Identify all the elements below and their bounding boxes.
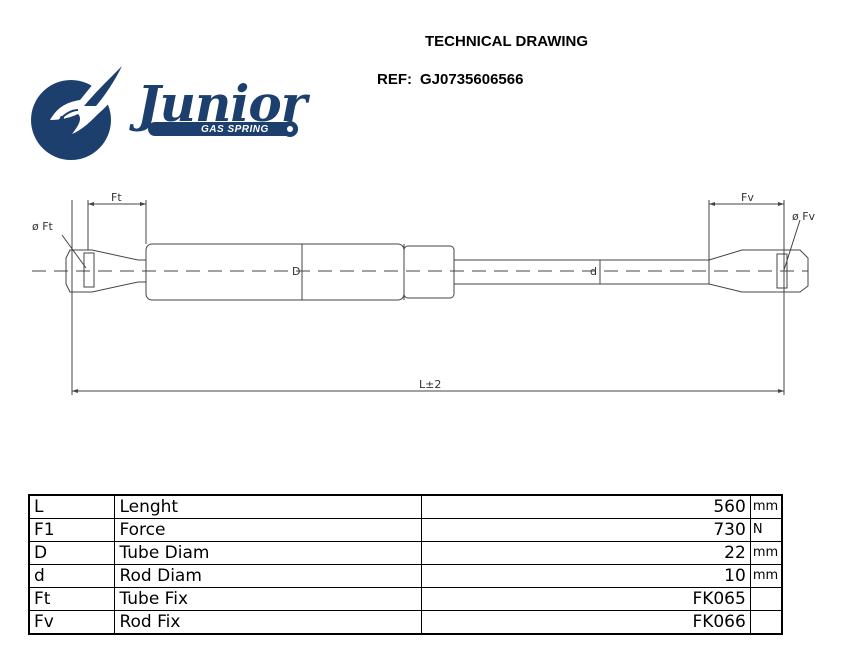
spec-symbol: F1 [28, 518, 116, 542]
spec-unit: mm [749, 541, 783, 565]
spec-value: 560 [421, 494, 751, 519]
phi-ft-label: ø Ft [32, 220, 54, 233]
spec-value: FK065 [421, 587, 751, 611]
spec-value: 10 [421, 564, 751, 588]
reference: REF: GJ0735606566 [377, 71, 523, 88]
spec-symbol: L [28, 494, 116, 519]
spec-value: FK066 [421, 610, 751, 635]
page-title: TECHNICAL DRAWING [425, 33, 589, 50]
spec-unit: mm [749, 494, 783, 519]
spec-name: Rod Diam [114, 564, 423, 588]
brand-name: Junior [137, 74, 307, 133]
spec-name: Lenght [114, 494, 423, 519]
spec-name: Tube Fix [114, 587, 423, 611]
gas-spring-drawing: Ft Fv ø Ft ø Fv D d L±2 [32, 191, 816, 395]
spec-unit: N [749, 518, 783, 542]
spec-name: Tube Diam [114, 541, 423, 565]
spec-name: Rod Fix [114, 610, 423, 635]
spec-symbol: d [28, 564, 116, 588]
phi-fv-label: ø Fv [792, 210, 816, 223]
spec-unit [749, 587, 783, 611]
spec-unit [749, 610, 783, 635]
ref-value: GJ0735606566 [420, 71, 524, 88]
spec-unit: mm [749, 564, 783, 588]
spec-symbol: D [28, 541, 116, 565]
spec-symbol: Fv [28, 610, 116, 635]
length-label: L±2 [419, 378, 441, 391]
junior-eagle-logo [31, 58, 298, 160]
spec-value: 730 [421, 518, 751, 542]
ft-dim-label: Ft [111, 191, 122, 204]
tube-diameter-label: D [292, 265, 300, 278]
ref-label: REF: [377, 71, 412, 88]
spec-value: 22 [421, 541, 751, 565]
spec-symbol: Ft [28, 587, 116, 611]
brand-subtitle: GAS SPRING [201, 124, 269, 135]
fv-dim-label: Fv [741, 191, 754, 204]
spec-name: Force [114, 518, 423, 542]
rod-diameter-label: d [590, 265, 597, 278]
